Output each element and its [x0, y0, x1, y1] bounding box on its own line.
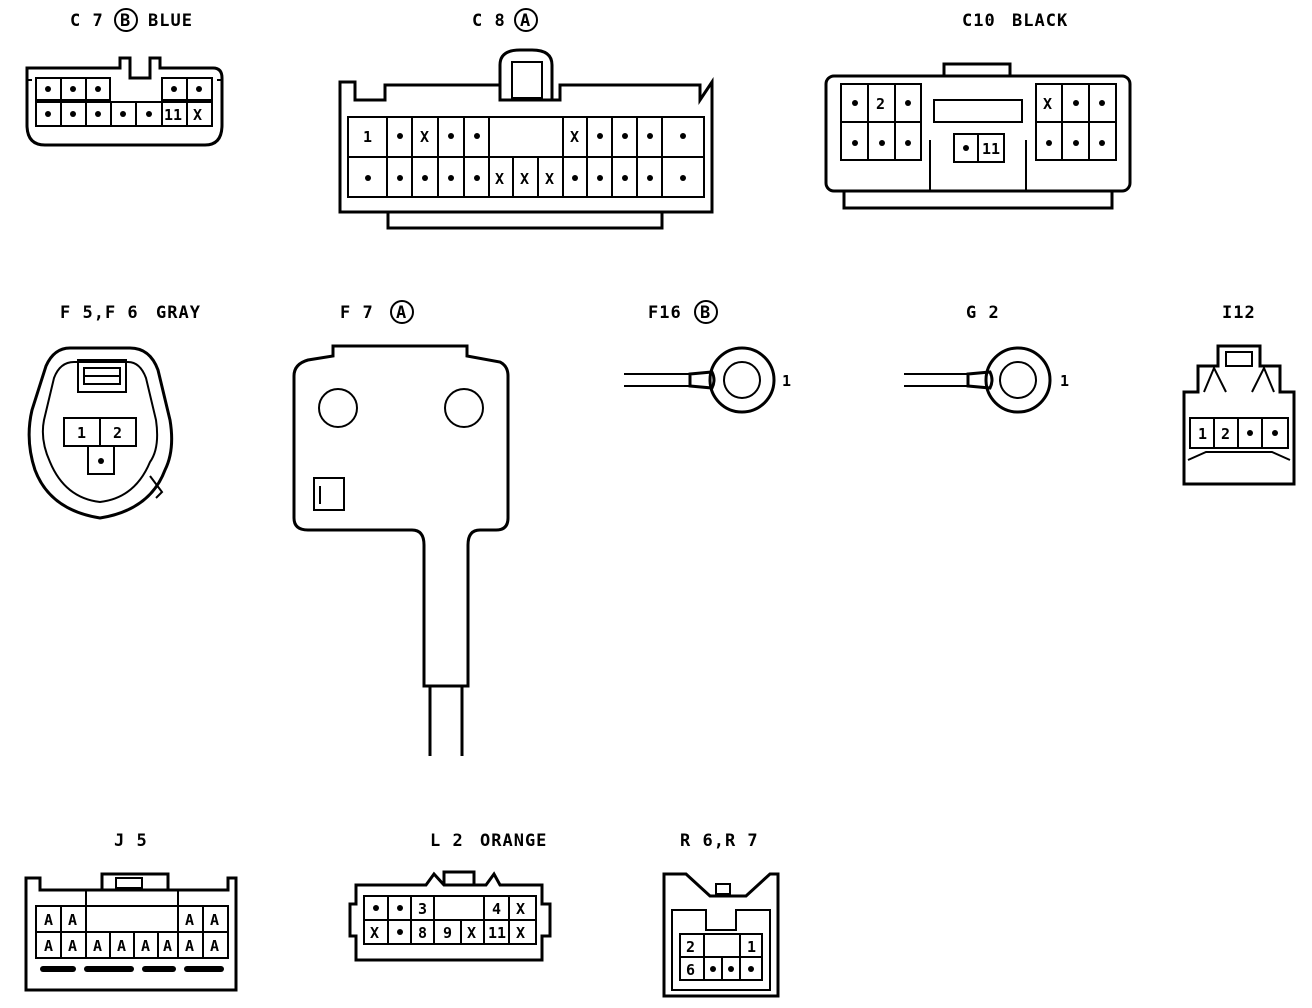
pin-label: 1 — [747, 938, 756, 956]
connector-j5: J 5 A A A A A A A A A A A A — [24, 831, 238, 992]
connector-r6-r7: R 6,R 7 2 1 6 — [662, 831, 780, 998]
connector-color: ORANGE — [480, 831, 547, 851]
variant-badge — [694, 300, 718, 324]
pin-label: A — [210, 937, 219, 955]
variant-badge — [390, 300, 414, 324]
variant-badge — [114, 8, 138, 32]
pin-label: X — [370, 924, 379, 942]
connector-body — [338, 77, 714, 214]
pin-label: X — [1043, 95, 1052, 113]
variant-letter: A — [520, 11, 531, 31]
pin-label: 11 — [164, 106, 182, 124]
pin-label: 2 — [113, 424, 122, 442]
pin-label: X — [545, 170, 554, 188]
latch — [942, 62, 1012, 76]
connector-color: BLUE — [148, 11, 193, 31]
pin-label: 2 — [686, 938, 695, 956]
connector-i12: I12 1 2 — [1182, 303, 1296, 486]
connector-code: J 5 — [114, 831, 148, 851]
pin-label: X — [193, 106, 202, 124]
connector-body — [25, 56, 224, 147]
sensor-body — [292, 344, 510, 688]
connector-code: L 2 — [430, 831, 464, 851]
pin-label: 1 — [1060, 372, 1069, 390]
pin-label: 2 — [876, 95, 885, 113]
variant-letter: A — [396, 303, 407, 323]
connector-code: C 8 — [472, 11, 506, 31]
pin-label: X — [570, 128, 579, 146]
connector-f7: F 7 A — [292, 300, 510, 756]
pin-label: A — [141, 937, 150, 955]
pin-label: A — [163, 937, 172, 955]
variant-badge — [514, 8, 538, 32]
connector-body — [824, 74, 1132, 193]
pin-label: X — [495, 170, 504, 188]
connector-code: C 7 — [70, 11, 104, 31]
connector-f16: F16 B 1 — [624, 300, 791, 414]
connector-color: BLACK — [1012, 11, 1068, 31]
pin-label: 4 — [492, 900, 501, 918]
connector-code: G 2 — [966, 303, 1000, 323]
connector-g2: G 2 1 — [904, 303, 1069, 414]
connector-c8: C 8 A 1 X X X X X — [338, 8, 714, 230]
pin-label: 8 — [418, 924, 427, 942]
connector-body — [27, 346, 174, 520]
pin-label: 2 — [1221, 425, 1230, 443]
pin-label: A — [185, 937, 194, 955]
pin-label: A — [68, 937, 77, 955]
connector-code: R 6,R 7 — [680, 831, 759, 851]
ring-terminal — [984, 346, 1052, 414]
pin-label: 1 — [363, 128, 372, 146]
pin-label: 11 — [982, 140, 1000, 158]
connector-l2: L 2 ORANGE 3 4 X X 8 9 X 11 X — [348, 831, 552, 962]
pin-label: 6 — [686, 961, 695, 979]
variant-letter: B — [120, 11, 131, 31]
pin-label: A — [44, 911, 53, 929]
connector-body — [662, 872, 780, 998]
pin-label: A — [117, 937, 126, 955]
connector-code: F 5,F 6 — [60, 303, 139, 323]
connector-body — [24, 876, 238, 992]
connector-code: I12 — [1222, 303, 1256, 323]
pin-label: 1 — [77, 424, 86, 442]
connector-code: F16 — [648, 303, 682, 323]
connector-body — [1182, 344, 1296, 486]
connector-c10: C10 BLACK 2 X 11 — [824, 11, 1132, 210]
connector-f5-f6: F 5,F 6 GRAY 1 2 — [27, 303, 201, 520]
pin-label: A — [185, 911, 194, 929]
pin-label: 1 — [782, 372, 791, 390]
connector-c7: C 7 B BLUE 11 X — [25, 8, 224, 147]
ring-terminal — [708, 346, 776, 414]
pin-label: X — [467, 924, 476, 942]
connector-color: GRAY — [156, 303, 201, 323]
pin-label: 9 — [443, 924, 452, 942]
pin-label: X — [520, 170, 529, 188]
pin-label: X — [516, 924, 525, 942]
pin-label: A — [210, 911, 219, 929]
pin-label: A — [68, 911, 77, 929]
connector-code: F 7 — [340, 303, 374, 323]
variant-letter: B — [700, 303, 711, 323]
pin-label: A — [93, 937, 102, 955]
pin-label: A — [44, 937, 53, 955]
latch — [498, 48, 554, 100]
connector-code: C10 — [962, 11, 996, 31]
pin-label: 3 — [418, 900, 427, 918]
pin-label: 11 — [488, 924, 506, 942]
pin-label: X — [516, 900, 525, 918]
pin-label: X — [420, 128, 429, 146]
pin-label: 1 — [1198, 425, 1207, 443]
